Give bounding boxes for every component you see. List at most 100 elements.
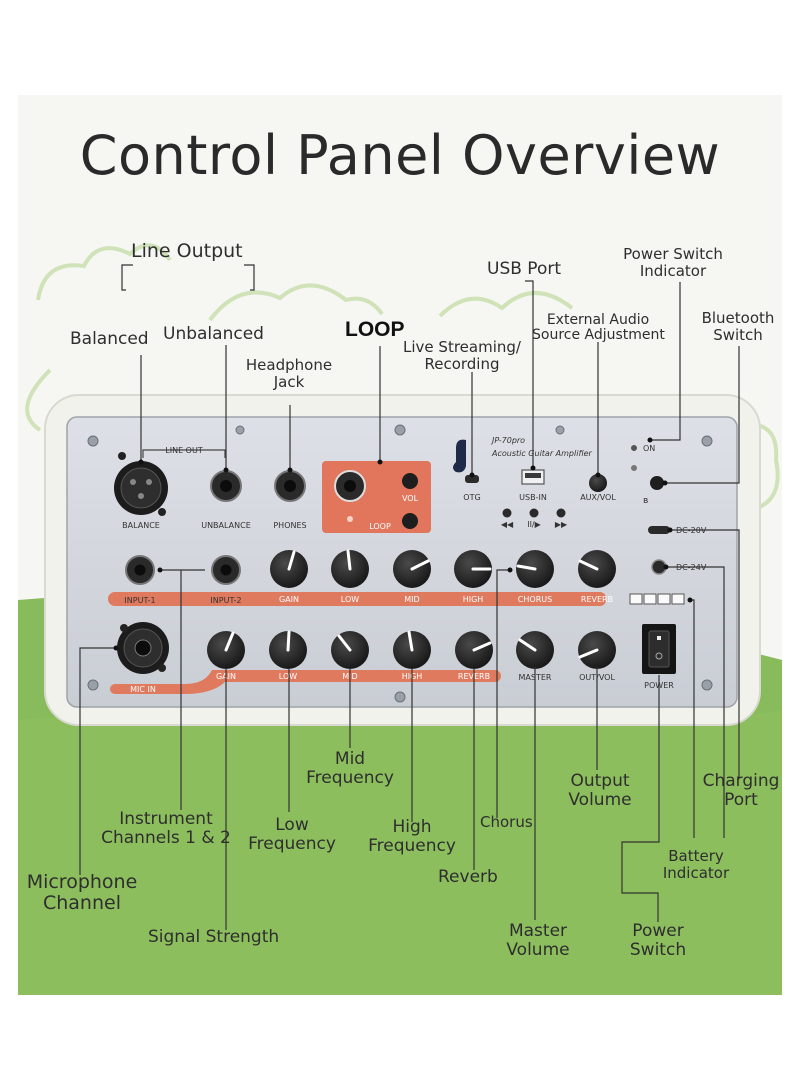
loop-vol-label: VOL <box>402 494 419 503</box>
callout-unbalanced: Unbalanced <box>163 324 264 344</box>
callout-microphone-channel-line1: Microphone <box>26 871 138 893</box>
row1-gain-label: GAIN <box>279 595 299 604</box>
callout-high-frequency-line1: High <box>392 817 432 837</box>
callout-mid-frequency-line1: Mid <box>334 749 366 769</box>
unbalanced-jack[interactable] <box>210 470 242 502</box>
row1-low-label: LOW <box>341 595 359 604</box>
input1-jack[interactable] <box>125 555 155 585</box>
usb-port[interactable] <box>521 469 545 485</box>
media-prev-button[interactable] <box>502 508 512 518</box>
gain-knob-row1[interactable] <box>270 550 308 588</box>
callout-usb-port: USB Port <box>487 259 562 279</box>
callout-instrument-channels-line1: Instrument <box>119 809 213 829</box>
otg-port[interactable] <box>465 475 479 483</box>
callout-live-streaming: Live Streaming/ Recording <box>402 339 522 372</box>
loop-vol-button[interactable] <box>402 473 418 489</box>
otg-label: OTG <box>463 493 480 502</box>
leader-lines <box>79 264 740 930</box>
usb-in-label: USB-IN <box>519 493 547 502</box>
callout-bluetooth-switch-line1: Bluetooth <box>701 309 775 327</box>
callout-low-frequency-line1: Low <box>275 815 309 835</box>
media-play-label: II/▶ <box>527 520 541 529</box>
mid-knob-row1[interactable] <box>393 550 431 588</box>
page-title: Control Panel Overview <box>79 124 721 187</box>
balance-label: BALANCE <box>122 521 160 530</box>
row1-knobs <box>270 549 616 588</box>
callout-instrument-channels-line2: Channels 1 & 2 <box>101 827 231 848</box>
background-cloud <box>25 243 780 514</box>
mic-channel-strip <box>110 670 501 694</box>
media-prev-label: ◀◀ <box>501 520 514 529</box>
instrument-channel-strip <box>108 592 606 606</box>
input2-jack[interactable] <box>211 555 241 585</box>
callout-bluetooth-switch: Bluetooth Switch <box>691 310 785 343</box>
media-next-label: ▶▶ <box>555 520 568 529</box>
high-knob-row2[interactable] <box>393 630 431 669</box>
media-next-button[interactable] <box>556 508 566 518</box>
mic-combo-jack[interactable] <box>117 622 169 674</box>
out-vol-knob[interactable] <box>578 631 616 669</box>
reverb-knob-row2[interactable] <box>455 631 493 669</box>
loop-button[interactable] <box>402 513 418 529</box>
callout-power-switch-line2: Switch <box>629 939 687 960</box>
product-label: Acoustic Guitar Amplifier <box>491 449 593 458</box>
callout-low-frequency-line2: Frequency <box>248 833 336 854</box>
callout-instrument-channels: Instrument Channels 1 & 2 <box>95 810 237 847</box>
callout-microphone-channel-line2: Channel <box>42 891 121 914</box>
phones-label: PHONES <box>273 521 306 530</box>
callout-master-volume: Master Volume <box>498 922 578 959</box>
callout-headphone-jack-line1: Headphone <box>245 356 333 374</box>
media-play-button[interactable] <box>529 508 539 518</box>
high-knob-row1[interactable] <box>454 550 492 588</box>
callout-external-audio-line1: External Audio <box>546 312 650 328</box>
bluetooth-switch-button[interactable] <box>650 476 664 490</box>
row1-chorus-label: CHORUS <box>518 595 552 604</box>
line-out-label: LINE OUT <box>165 446 203 455</box>
panel-screws <box>87 424 713 703</box>
loop-led <box>347 516 353 522</box>
xlr-balanced-jack[interactable] <box>114 452 168 516</box>
master-knob[interactable] <box>516 631 554 669</box>
dc20-port[interactable] <box>648 526 670 534</box>
callout-chorus: Chorus <box>480 813 533 831</box>
callout-master-volume-line2: Volume <box>506 939 570 960</box>
input2-label: INPUT-2 <box>210 596 241 605</box>
callout-balanced: Balanced <box>70 329 149 349</box>
chorus-knob[interactable] <box>516 550 554 588</box>
phones-jack[interactable] <box>274 470 306 502</box>
bluetooth-icon: ʙ <box>643 496 648 506</box>
power-rocker-switch[interactable] <box>642 624 676 674</box>
low-knob-row2[interactable] <box>269 630 307 669</box>
aux-vol-knob[interactable] <box>589 474 607 492</box>
callout-external-audio: External Audio Source Adjustment <box>532 312 665 344</box>
gain-knob-row2[interactable] <box>207 631 245 669</box>
callout-signal-strength: Signal Strength <box>148 927 280 947</box>
callout-battery-indicator-line1: Battery <box>668 847 724 865</box>
callout-power-switch-line1: Power <box>632 921 684 941</box>
row1-reverb-label: REVERB <box>581 595 613 604</box>
mid-knob-row2[interactable] <box>331 631 369 669</box>
aux-vol-label: AUX/VOL <box>580 493 616 502</box>
row1-knob-labels: GAIN LOW MID HIGH CHORUS REVERB <box>279 595 613 604</box>
row1-high-label: HIGH <box>463 595 484 604</box>
low-knob-row1[interactable] <box>331 549 369 588</box>
callout-power-switch-indicator: Power Switch Indicator <box>614 246 732 279</box>
brand-logo <box>453 439 466 473</box>
callout-line-output: Line Output <box>131 240 243 262</box>
leader-dots <box>113 437 693 651</box>
callout-charging-port: Charging Port <box>700 772 782 809</box>
callout-microphone-channel: Microphone Channel <box>18 872 146 914</box>
callout-headphone-jack-line2: Jack <box>273 372 305 391</box>
line-out-bracket <box>142 449 226 458</box>
callout-live-streaming-line2: Recording <box>424 354 500 373</box>
callout-power-switch: Power Switch <box>620 922 696 959</box>
model-label: JP-70pro <box>490 436 525 445</box>
unbalance-label: UNBALANCE <box>201 521 251 530</box>
callout-battery-indicator-line2: Indicator <box>662 863 730 882</box>
row2-low-label: LOW <box>279 672 297 681</box>
callout-output-volume-line2: Volume <box>568 789 632 810</box>
callout-master-volume-line1: Master <box>508 921 568 941</box>
callout-output-volume: Output Volume <box>560 772 640 809</box>
loop-jack[interactable] <box>334 470 366 502</box>
reverb-knob-row1[interactable] <box>578 550 616 588</box>
